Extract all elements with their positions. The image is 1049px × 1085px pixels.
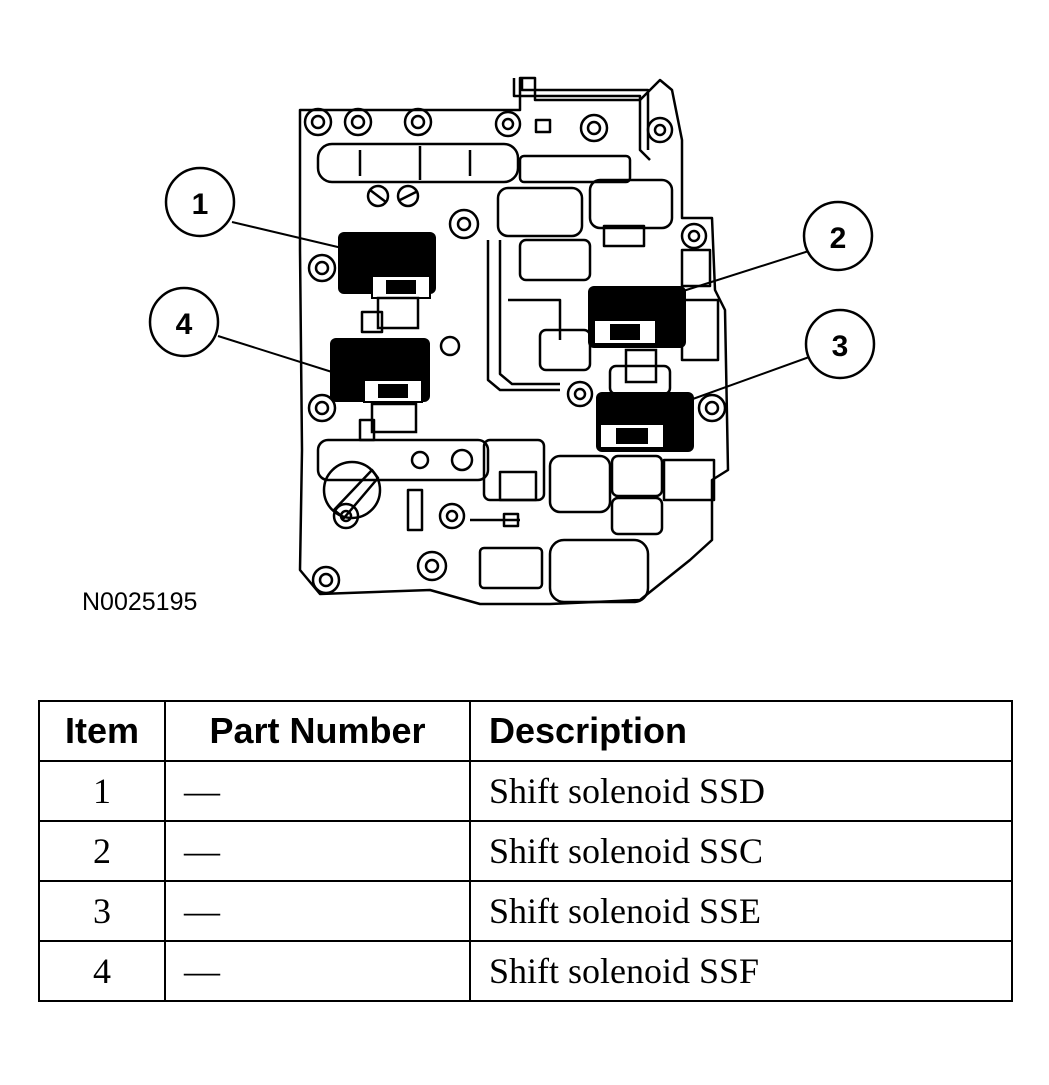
callout-3-number: 3 [832,330,849,363]
part-number-cell: — [164,820,471,882]
description-cell: Shift solenoid SSC [469,820,1013,882]
table-row: 4 — Shift solenoid SSF [38,940,1013,1002]
item-cell: 3 [38,880,166,942]
table-row: 3 — Shift solenoid SSE [38,880,1013,942]
callout-1-number: 1 [192,188,209,221]
description-cell: Shift solenoid SSE [469,880,1013,942]
callout-3: 3 [804,308,876,380]
description-cell: Shift solenoid SSF [469,940,1013,1002]
callout-2-number: 2 [830,222,847,255]
header-part-number: Part Number [164,700,471,762]
table-row: 1 — Shift solenoid SSD [38,760,1013,822]
solenoid-1 [338,232,436,330]
part-number-cell: — [164,880,471,942]
solenoid-4 [330,338,430,434]
solenoid-3 [596,392,694,452]
table-header-row: Item Part Number Description [38,700,1013,762]
part-number-cell: — [164,760,471,822]
solenoid-2 [588,286,686,384]
callout-4: 4 [148,286,220,358]
valve-body-illustration: 1 2 3 4 [148,76,876,606]
header-item: Item [38,700,166,762]
parts-table: Item Part Number Description 1 — Shift s… [38,700,1013,1002]
callout-2: 2 [802,200,874,272]
table-row: 2 — Shift solenoid SSC [38,820,1013,882]
part-number-cell: — [164,940,471,1002]
item-cell: 4 [38,940,166,1002]
callout-1: 1 [164,166,236,238]
item-cell: 2 [38,820,166,882]
callout-4-number: 4 [176,308,193,341]
item-cell: 1 [38,760,166,822]
figure-id-label: N0025195 [82,588,198,616]
description-cell: Shift solenoid SSD [469,760,1013,822]
header-description: Description [469,700,1013,762]
